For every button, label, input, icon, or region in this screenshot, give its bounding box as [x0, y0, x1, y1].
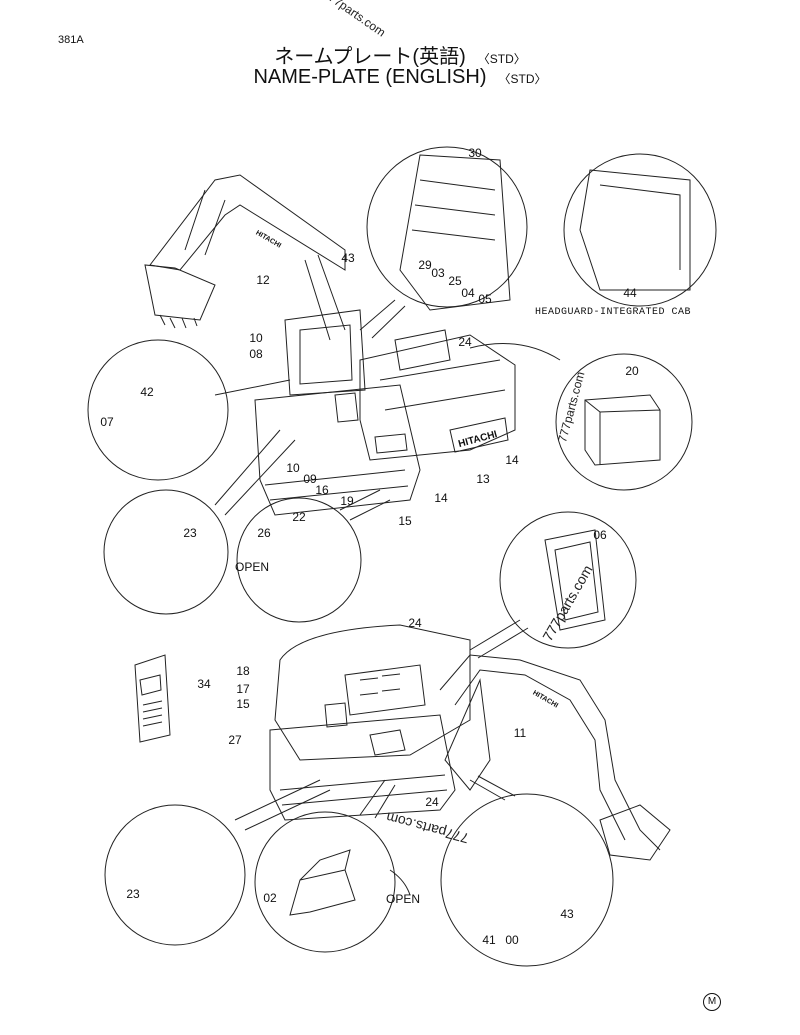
callout-23: 23 [126, 887, 140, 901]
tag-drawing [134, 654, 171, 743]
callout-10: 10 [286, 461, 300, 475]
std-tag: 〈STD〉 [477, 52, 526, 66]
callout-04: 04 [461, 286, 475, 300]
callout-24: 24 [408, 616, 422, 630]
callout-14: 14 [434, 491, 448, 505]
revision-mark: M [703, 993, 721, 1011]
callout-29: 29 [418, 258, 432, 272]
callout-11: 11 [513, 726, 527, 740]
callout-24: 24 [425, 795, 439, 809]
callout-00: 00 [505, 933, 519, 947]
std-tag: 〈STD〉 [498, 72, 547, 86]
callout-12: 12 [256, 273, 270, 287]
callout-13: 13 [476, 472, 490, 486]
title-japanese: ネームプレート(英語) 〈STD〉 [0, 40, 800, 69]
callout-02: 02 [263, 891, 277, 905]
callout-43: 43 [341, 251, 355, 265]
callout-06: 06 [593, 528, 607, 542]
callout-14: 14 [505, 453, 519, 467]
title-en-text: NAME-PLATE (ENGLISH) [253, 66, 487, 88]
headguard-caption: HEADGUARD-INTEGRATED CAB [535, 307, 692, 318]
detail-circles [87, 146, 717, 967]
callout-41: 41 [482, 933, 496, 947]
callout-44: 44 [623, 286, 637, 300]
callout-09: 09 [303, 472, 317, 486]
title-english: NAME-PLATE (ENGLISH) 〈STD〉 [0, 66, 800, 89]
callout-19: 19 [340, 494, 354, 508]
callout-15: 15 [398, 514, 412, 528]
callout-27: 27 [228, 733, 242, 747]
callout-20: 20 [625, 364, 639, 378]
upper-excavator [144, 174, 516, 516]
callout-42: 42 [140, 385, 154, 399]
open-label: OPEN [234, 560, 270, 574]
title-jp-text: ネームプレート(英語) [274, 46, 466, 68]
callout-16: 16 [315, 483, 329, 497]
open-label: OPEN [385, 892, 421, 906]
callout-07: 07 [100, 415, 114, 429]
callout-03: 03 [431, 266, 445, 280]
callout-10: 10 [249, 331, 263, 345]
callout-22: 22 [292, 510, 306, 524]
callout-05: 05 [478, 292, 492, 306]
callout-23: 23 [183, 526, 197, 540]
callout-08: 08 [249, 347, 263, 361]
callout-43: 43 [560, 907, 574, 921]
callout-30: 30 [468, 146, 482, 160]
callout-17: 17 [236, 682, 250, 696]
page-code: 381A [58, 34, 84, 46]
callout-25: 25 [448, 274, 462, 288]
callout-18: 18 [236, 664, 250, 678]
lower-excavator [269, 624, 671, 861]
callout-34: 34 [197, 677, 211, 691]
callout-26: 26 [257, 526, 271, 540]
callout-24: 24 [458, 335, 472, 349]
callout-15: 15 [236, 697, 250, 711]
